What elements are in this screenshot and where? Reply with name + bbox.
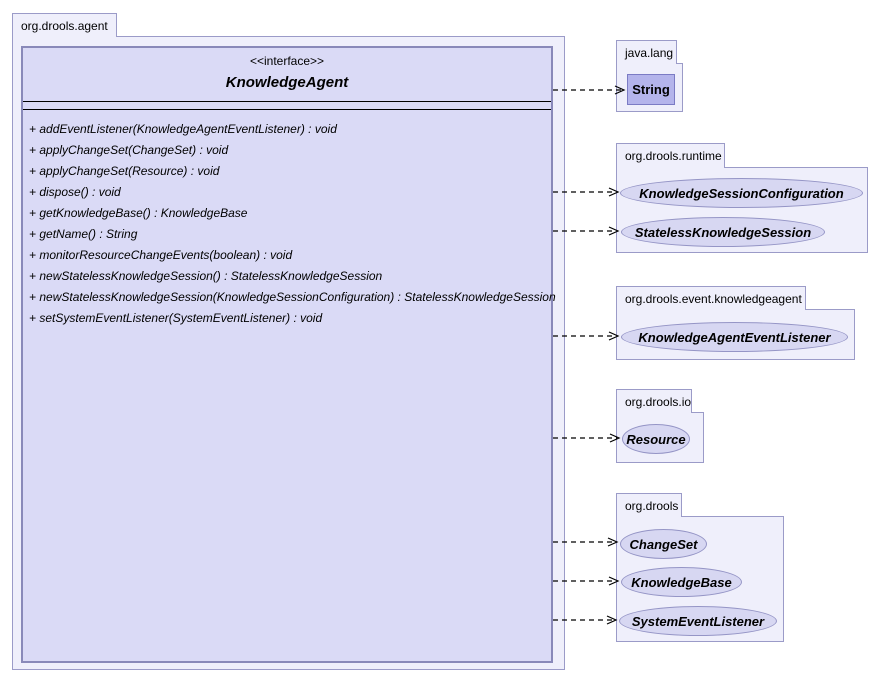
package-label: org.drools bbox=[625, 498, 679, 513]
package-tab-org-drools: org.drools bbox=[616, 493, 682, 517]
package-org-drools: ChangeSet KnowledgeBase SystemEventListe… bbox=[616, 516, 784, 642]
interface-node-knowledgesessionconfiguration[interactable]: KnowledgeSessionConfiguration bbox=[620, 178, 863, 208]
attributes-compartment bbox=[23, 102, 551, 110]
package-org-drools-event-knowledgeagent: KnowledgeAgentEventListener bbox=[616, 309, 855, 360]
interface-node-systemeventlistener[interactable]: SystemEventListener bbox=[619, 606, 777, 636]
package-tab-org-drools-io: org.drools.io bbox=[616, 389, 692, 413]
package-java-lang: String bbox=[616, 63, 683, 112]
method-item: + applyChangeSet(Resource) : void bbox=[29, 164, 220, 178]
method-item: + getKnowledgeBase() : KnowledgeBase bbox=[29, 206, 248, 220]
method-item: + setSystemEventListener(SystemEventList… bbox=[29, 311, 323, 325]
package-tab-org-drools-event-knowledgeagent: org.drools.event.knowledgeagent bbox=[616, 286, 806, 310]
class-node-string[interactable]: String bbox=[627, 74, 675, 105]
package-label: org.drools.io bbox=[625, 394, 692, 409]
interface-stereotype: <<interface>> bbox=[249, 54, 325, 68]
method-item: + newStatelessKnowledgeSession(Knowledge… bbox=[29, 290, 556, 304]
package-label: java.lang bbox=[625, 45, 674, 60]
method-item: + addEventListener(KnowledgeAgentEventLi… bbox=[29, 122, 337, 136]
interface-node-knowledgeagenteventlistener[interactable]: KnowledgeAgentEventListener bbox=[621, 322, 848, 352]
methods-compartment: + addEventListener(KnowledgeAgentEventLi… bbox=[23, 110, 556, 329]
package-org-drools-agent: <<interface>> KnowledgeAgent + addEventL… bbox=[12, 36, 565, 670]
interface-node-changeset[interactable]: ChangeSet bbox=[620, 529, 707, 559]
interface-name: KnowledgeAgent bbox=[225, 74, 349, 91]
method-item: + dispose() : void bbox=[29, 185, 121, 199]
method-item: + getName() : String bbox=[29, 227, 138, 241]
method-item: + newStatelessKnowledgeSession() : State… bbox=[29, 269, 383, 283]
interface-node-resource[interactable]: Resource bbox=[622, 424, 690, 454]
package-org-drools-runtime: KnowledgeSessionConfiguration StatelessK… bbox=[616, 167, 868, 253]
method-item: + applyChangeSet(ChangeSet) : void bbox=[29, 143, 229, 157]
interface-node-knowledgeagent[interactable]: <<interface>> KnowledgeAgent + addEventL… bbox=[21, 46, 556, 663]
package-tab-org-drools-agent: org.drools.agent bbox=[12, 13, 117, 37]
package-org-drools-io: Resource bbox=[616, 412, 704, 463]
interface-node-statelessknowledgesession[interactable]: StatelessKnowledgeSession bbox=[621, 217, 825, 247]
package-tab-org-drools-runtime: org.drools.runtime bbox=[616, 143, 725, 168]
package-label: org.drools.agent bbox=[21, 18, 108, 33]
method-item: + monitorResourceChangeEvents(boolean) :… bbox=[29, 248, 293, 262]
package-tab-java-lang: java.lang bbox=[616, 40, 677, 64]
package-label: org.drools.event.knowledgeagent bbox=[625, 291, 802, 306]
interface-node-knowledgebase[interactable]: KnowledgeBase bbox=[621, 567, 742, 597]
package-label: org.drools.runtime bbox=[625, 149, 722, 163]
interface-title-compartment: <<interface>> KnowledgeAgent bbox=[23, 48, 551, 102]
